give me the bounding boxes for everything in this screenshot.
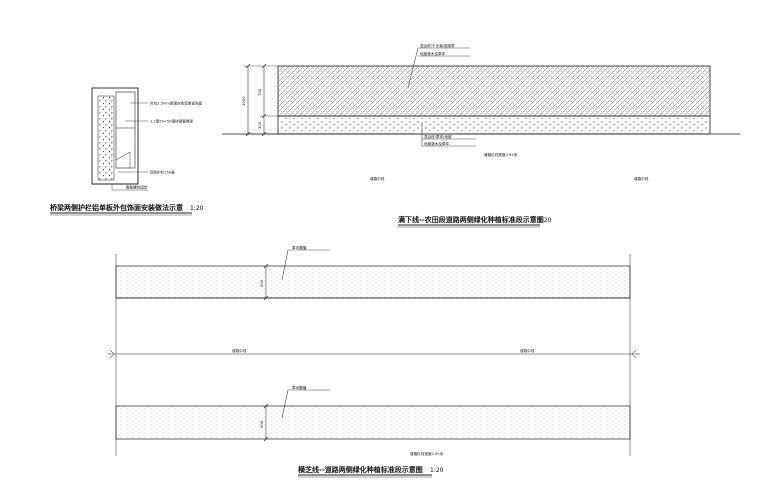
farmland-section-scale: 1:20 [538, 217, 552, 224]
road-spacing-note: 道路红线宽度2.95米 [410, 451, 444, 456]
top-strip-dimension: 300 [259, 279, 264, 287]
farmland-bottom-callout-1: 混合籽/草坪/地被 [424, 134, 452, 139]
road-section-title: 横芝线--道路两侧绿化种植标准段示意图 [298, 465, 423, 474]
farmland-road-label-left: 道路中线 [370, 176, 385, 181]
railing-callout-2: 1.2厚50×50镀锌钢管骨架 [150, 119, 193, 124]
upper-planting-layer [277, 65, 711, 117]
farmland-top-callout-1: 混合籽/千头菊/观赏草 [420, 43, 455, 48]
railing-detail: 外包2.5mm厚银灰色铝单板饰面 1.2厚50×50镀锌钢管骨架 现状护栏150… [50, 87, 204, 216]
farmland-top-callout-2: 地被灌木及草坪 [420, 51, 446, 56]
railing-cladding-panel [115, 91, 136, 169]
farmland-road-label-right: 道路中线 [634, 176, 649, 181]
railing-concrete-core [97, 95, 115, 181]
railing-callout-1: 外包2.5mm厚银灰色铝单板饰面 [150, 101, 203, 106]
bottom-lawn-strip [115, 405, 631, 440]
top-lawn-callout: 草坪撒播 [292, 245, 307, 250]
railing-callout-4: 膨胀螺栓固定 [126, 185, 148, 190]
road-section-scale: 1:20 [430, 467, 444, 474]
farmland-section-title: 满下线--农田段道路两侧绿化种植标准段示意图 [398, 215, 544, 224]
road-planting-section: 300 300 草坪撒播 草坪撒播 道路中线 道路中线 道路红线宽度2.95米 … [108, 245, 640, 478]
railing-detail-scale: 1:20 [190, 205, 204, 212]
road-label-right: 道路中线 [520, 348, 535, 353]
dim-lower: 300 [257, 121, 262, 129]
dim-total: 1000 [241, 96, 246, 106]
dim-upper: 700 [257, 88, 262, 96]
lower-planting-layer [277, 115, 711, 135]
top-lawn-strip [115, 265, 631, 299]
farmland-spacing-note: 道路红线宽度2.95米 [484, 152, 518, 157]
railing-detail-title: 桥梁两侧护栏铝单板外包饰面安装做法示意 [50, 203, 183, 212]
road-label-left: 道路中线 [232, 348, 247, 353]
farmland-planting-section: 1000 700 300 混合籽/千头菊/观赏草 地被灌木及草坪 混合籽/草坪/… [222, 43, 740, 228]
farmland-bottom-callout-2: 地被灌木及草坪 [424, 141, 450, 146]
bottom-lawn-callout: 草坪撒播 [292, 385, 307, 390]
railing-callout-3: 现状护栏150高 [150, 170, 175, 175]
bottom-strip-dimension: 300 [259, 420, 264, 428]
